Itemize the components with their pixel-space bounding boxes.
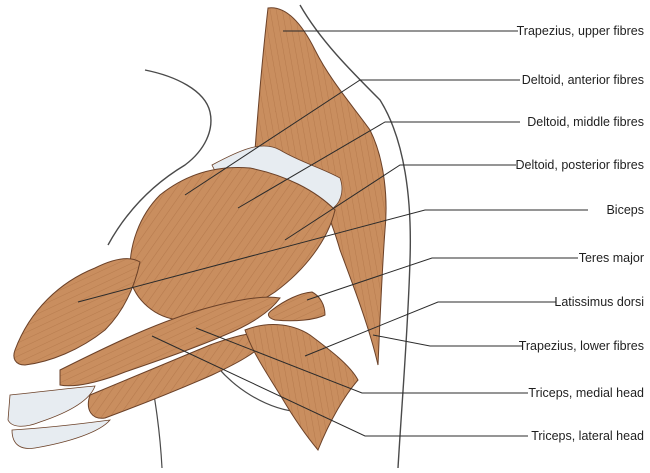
leader-line-biceps <box>77 209 588 303</box>
leader-line-latissimus <box>304 301 556 357</box>
biceps-muscle <box>13 258 141 366</box>
forearm-tendons-lower <box>11 419 111 449</box>
leader-line-teres-major <box>306 257 578 301</box>
triceps-lateral-head-muscle <box>59 296 281 387</box>
label-triceps-medial-head: Triceps, medial head <box>528 386 644 400</box>
leader-line-triceps-lateral <box>151 335 528 437</box>
label-triceps-lateral-head: Triceps, lateral head <box>531 429 644 443</box>
neck-outline <box>107 69 212 246</box>
leader-line-deltoid-anterior <box>184 79 520 196</box>
label-trapezius-upper-fibres: Trapezius, upper fibres <box>516 24 644 38</box>
latissimus-dorsi-muscle <box>244 324 359 451</box>
label-deltoid-middle-fibres: Deltoid, middle fibres <box>527 115 644 129</box>
forearm-tendons <box>7 385 96 427</box>
leader-line-trapezius-lower <box>372 334 522 347</box>
leader-line-deltoid-posterior <box>284 164 516 241</box>
label-biceps: Biceps <box>606 203 644 217</box>
label-deltoid-anterior-fibres: Deltoid, anterior fibres <box>521 73 644 87</box>
label-latissimus-dorsi: Latissimus dorsi <box>554 295 644 309</box>
label-trapezius-lower-fibres: Trapezius, lower fibres <box>518 339 644 353</box>
leader-line-triceps-medial <box>195 327 528 394</box>
label-deltoid-posterior-fibres: Deltoid, posterior fibres <box>515 158 644 172</box>
label-teres-major: Teres major <box>578 251 644 265</box>
triceps-medial-head-muscle <box>87 332 271 419</box>
leader-line-deltoid-middle <box>237 121 520 209</box>
leader-lines <box>77 30 588 437</box>
back-outline <box>299 4 411 469</box>
